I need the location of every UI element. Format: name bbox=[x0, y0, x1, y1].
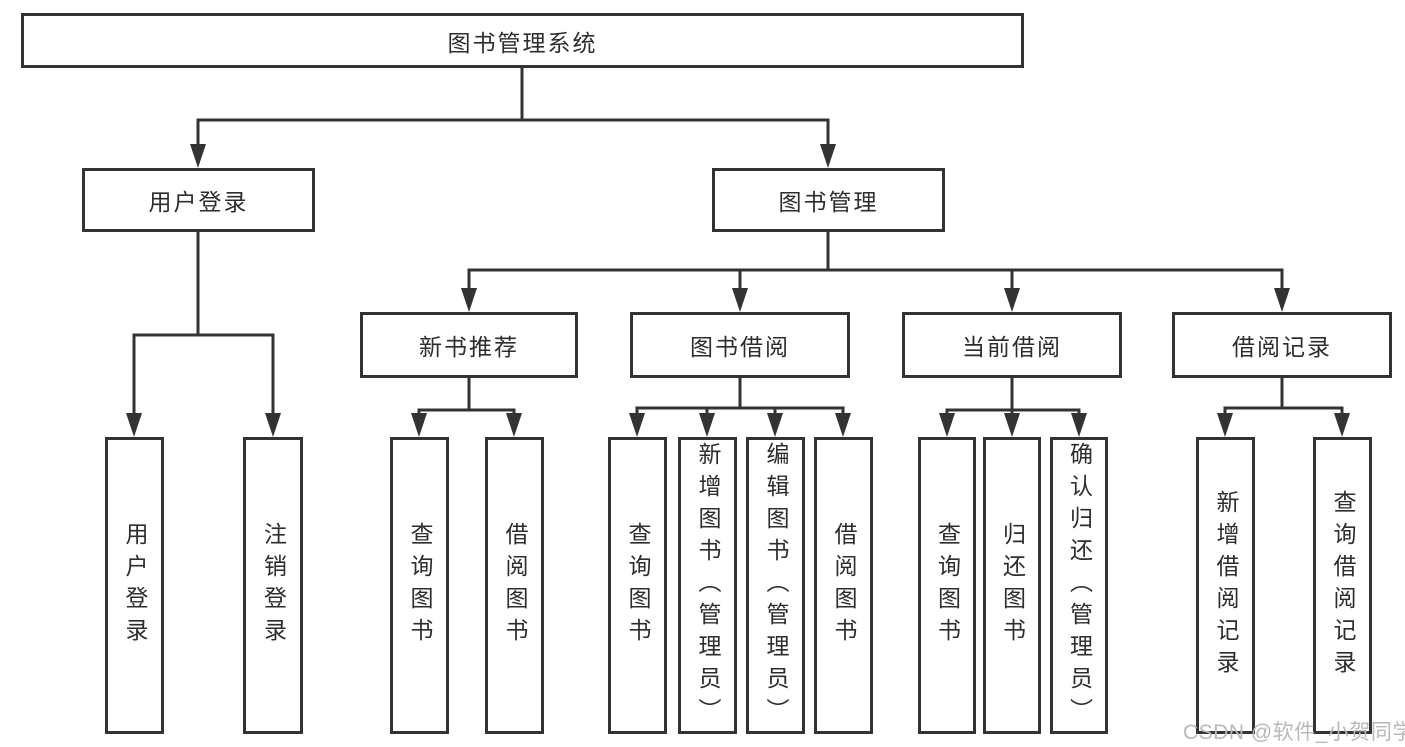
node-borrow-records-label: 借阅记录 bbox=[1232, 334, 1332, 360]
leaf-query-borrow-record: 查询借阅记录 bbox=[1313, 437, 1372, 734]
leaf-return-books: 归还图书 bbox=[983, 437, 1041, 734]
leaf-borrow-books-label: 借阅图书 bbox=[831, 521, 857, 650]
leaf-current-query-books: 查询图书 bbox=[918, 437, 976, 734]
leaf-current-query-books-label: 查询图书 bbox=[934, 521, 961, 650]
node-book-borrow: 图书借阅 bbox=[630, 312, 850, 378]
leaf-recommend-borrow-books: 借阅图书 bbox=[485, 437, 544, 734]
csdn-watermark: CSDN @软件_小贺同学 bbox=[1183, 721, 1405, 744]
leaf-logout-label: 注销登录 bbox=[260, 521, 287, 650]
node-root: 图书管理系统 bbox=[21, 13, 1024, 68]
leaf-borrow-books: 借阅图书 bbox=[814, 437, 873, 734]
leaf-edit-books-admin: 编辑图书（管理员） bbox=[746, 437, 805, 734]
leaf-user-login-label: 用户登录 bbox=[122, 521, 148, 650]
leaf-borrow-query-books-label: 查询图书 bbox=[625, 521, 651, 650]
node-new-book-recommend: 新书推荐 bbox=[360, 312, 578, 378]
leaf-edit-books-admin-label: 编辑图书（管理员） bbox=[763, 441, 789, 730]
node-borrow-records: 借阅记录 bbox=[1172, 312, 1392, 378]
leaf-borrow-query-books: 查询图书 bbox=[608, 437, 667, 734]
leaf-add-books-admin-label: 新增图书（管理员） bbox=[695, 441, 721, 730]
node-book-borrow-label: 图书借阅 bbox=[690, 334, 790, 360]
leaf-query-borrow-record-label: 查询借阅记录 bbox=[1330, 489, 1356, 682]
node-current-borrow-label: 当前借阅 bbox=[962, 334, 1062, 360]
node-user-login: 用户登录 bbox=[82, 168, 315, 232]
leaf-recommend-borrow-books-label: 借阅图书 bbox=[502, 521, 528, 650]
leaf-return-books-label: 归还图书 bbox=[999, 521, 1026, 650]
leaf-add-borrow-record-label: 新增借阅记录 bbox=[1213, 489, 1239, 682]
node-user-login-label: 用户登录 bbox=[148, 189, 249, 215]
leaf-recommend-query-books: 查询图书 bbox=[390, 437, 449, 734]
leaf-recommend-query-books-label: 查询图书 bbox=[407, 521, 433, 650]
leaf-logout: 注销登录 bbox=[243, 437, 303, 734]
leaf-add-borrow-record: 新增借阅记录 bbox=[1196, 437, 1255, 734]
node-book-management-label: 图书管理 bbox=[778, 189, 879, 215]
node-book-management: 图书管理 bbox=[712, 168, 945, 232]
leaf-user-login: 用户登录 bbox=[105, 437, 164, 734]
leaf-confirm-return-admin-label: 确认归还（管理员） bbox=[1066, 441, 1093, 730]
node-current-borrow: 当前借阅 bbox=[902, 312, 1122, 378]
node-new-book-recommend-label: 新书推荐 bbox=[419, 334, 519, 360]
leaf-confirm-return-admin: 确认归还（管理员） bbox=[1050, 437, 1108, 734]
node-root-label: 图书管理系统 bbox=[447, 29, 598, 56]
leaf-add-books-admin: 新增图书（管理员） bbox=[678, 437, 737, 734]
